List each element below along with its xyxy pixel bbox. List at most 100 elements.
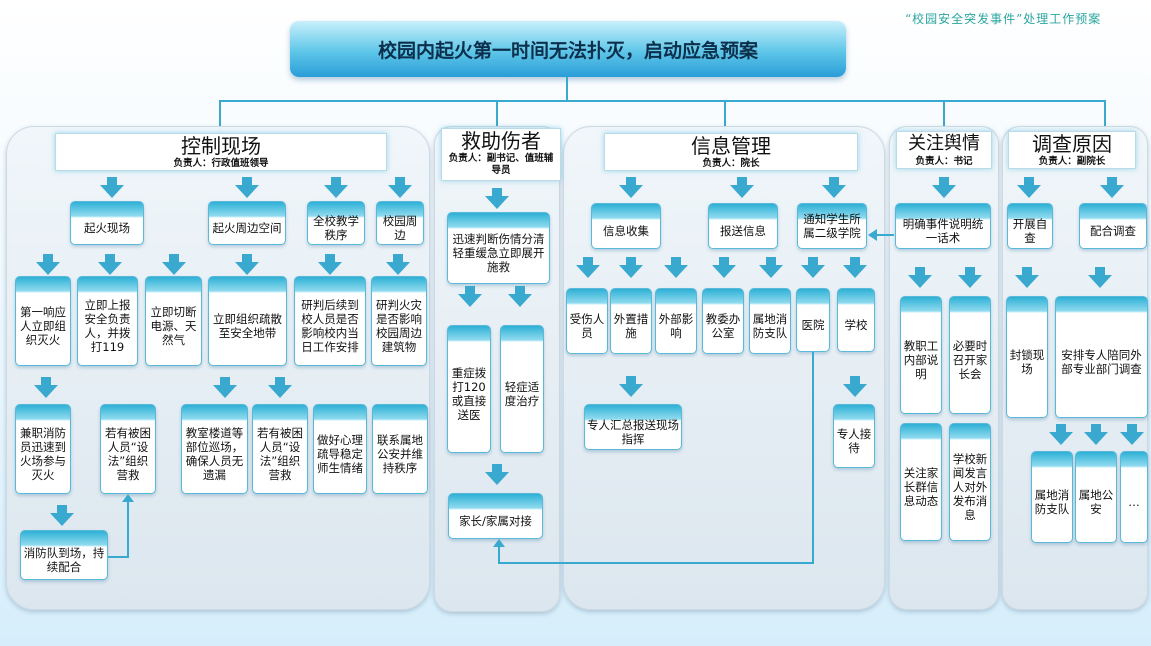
arrow-down: [712, 257, 736, 278]
arrow-down: [1088, 267, 1112, 288]
arrow-down: [908, 267, 932, 288]
arrow-down: [485, 464, 509, 485]
section-lead: 负责人：行政值班领导: [173, 158, 269, 169]
section-lead: 负责人：副院长: [1038, 156, 1106, 167]
arrow-down: [235, 254, 259, 275]
node-school: 学校: [837, 288, 875, 352]
section-lead: 负责人：副书记、值班辅导员: [448, 153, 554, 176]
node-measures: 外置措施: [610, 288, 652, 354]
node-part-time-fire: 兼职消防员迅速到火场参与灭火: [15, 404, 71, 494]
node-judge-building: 研判火灾是否影响校园周边建筑物: [371, 276, 427, 366]
node-judge-schedule: 研判后续到校人员是否影响校内当日工作安排: [294, 276, 366, 366]
connector-opinion-notify: [876, 234, 894, 236]
node-spokesman: 学校新闻发言人对外发布消息: [949, 423, 991, 541]
node-seal: 封锁现场: [1006, 296, 1048, 418]
header-investigate: 调查原因 负责人：副院长: [1008, 131, 1136, 169]
arrow-down: [50, 505, 74, 526]
node-parent-groups: 关注家长群信息动态: [900, 423, 942, 541]
section-lead: 负责人：书记: [915, 156, 973, 167]
arrow-down: [619, 257, 643, 278]
arrow-down: [619, 177, 643, 198]
connector-opinion: [943, 100, 945, 128]
connector-control: [219, 100, 221, 138]
node-evacuate: 立即组织疏散至安全地带: [208, 276, 287, 366]
arrow-down: [1100, 177, 1124, 198]
node-family: 家长/家属对接: [448, 493, 543, 539]
node-summary: 专人汇总报送现场指挥: [584, 404, 682, 450]
arrow-down: [822, 177, 846, 198]
node-unify: 明确事件说明统一话术: [895, 203, 991, 249]
arrow-down: [235, 177, 259, 198]
node-impact: 外部影响: [655, 288, 697, 354]
node-report-safety: 立即上报安全负责人，并拨打119: [77, 276, 138, 366]
node-parents-meeting: 必要时召开家长会: [949, 296, 991, 414]
node-first-responder: 第一响应人立即组织灭火: [15, 276, 71, 366]
connector-rescue: [496, 100, 498, 128]
node-local-fire: 属地消防支队: [749, 288, 791, 354]
arrow-down: [318, 254, 342, 275]
arrow-down: [162, 254, 186, 275]
page-title: 校园内起火第一时间无法扑灭，启动应急预案: [290, 21, 846, 77]
header-control: 控制现场 负责人：行政值班领导: [55, 133, 387, 171]
connector-family-up: [498, 546, 500, 564]
arrow-down: [34, 377, 58, 398]
node-psych: 做好心理疏导稳定师生情绪: [313, 404, 367, 494]
node-injured: 受伤人员: [566, 288, 608, 354]
node-severe: 重症拨打120或直接送医: [447, 325, 491, 453]
arrow-down: [268, 377, 292, 398]
node-trapped-rescue-2: 若有被困人员“设法”组织营救: [252, 404, 308, 494]
connector-hospital-family-h: [499, 562, 814, 564]
arrow-down: [801, 257, 825, 278]
section-bus: [219, 100, 1106, 102]
node-assess: 迅速判断伤情分清轻重缓急立即展开施救: [447, 212, 550, 284]
node-police: 联系属地公安并维持秩序: [372, 404, 428, 494]
node-hospital: 医院: [796, 288, 830, 352]
arrow-down: [1015, 267, 1039, 288]
node-staff-explain: 教职工内部说明: [900, 296, 942, 414]
arrow-down: [759, 257, 783, 278]
node-fire-brigade: 消防队到场，持续配合: [20, 530, 108, 580]
arrow-down: [932, 177, 956, 198]
node-police-local: 属地公安: [1075, 451, 1117, 543]
arrow-down: [1120, 424, 1144, 445]
node-campus-around: 校园周边: [376, 201, 424, 245]
arrow-down: [730, 177, 754, 198]
header-rescue: 救助伤者 负责人：副书记、值班辅导员: [441, 128, 561, 181]
arrow-down: [324, 177, 348, 198]
node-arrange: 安排专人陪同外部专业部门调查: [1055, 296, 1148, 418]
arrow-down: [213, 377, 237, 398]
arrow-down: [1049, 424, 1073, 445]
node-trapped-rescue-1: 若有被困人员“设法”组织营救: [100, 404, 156, 494]
arrow-down: [458, 286, 482, 307]
arrow-down: [388, 177, 412, 198]
connector-brigade-up: [127, 500, 129, 558]
section-name: 信息管理: [691, 134, 771, 158]
connector-info: [724, 100, 726, 130]
section-name: 控制现场: [181, 134, 261, 158]
section-name: 救助伤者: [461, 129, 541, 153]
node-edu-office: 教委办公室: [702, 288, 744, 354]
arrowhead-up: [122, 494, 134, 502]
arrow-down: [1017, 177, 1041, 198]
arrow-down: [958, 267, 982, 288]
section-name: 调查原因: [1032, 132, 1112, 156]
arrow-down: [664, 257, 688, 278]
node-fire-team: 属地消防支队: [1031, 451, 1073, 543]
title-connector: [566, 77, 568, 101]
node-fire-scene: 起火现场: [70, 201, 144, 245]
arrow-down: [1084, 424, 1108, 445]
node-self-check: 开展自查: [1007, 203, 1053, 249]
plan-caption: “校园安全突发事件”处理工作预案: [905, 12, 1102, 26]
node-report: 报送信息: [708, 203, 778, 249]
arrow-down: [843, 257, 867, 278]
node-reception: 专人接待: [833, 404, 875, 468]
connector-investigate: [1104, 100, 1106, 128]
arrow-down: [100, 177, 124, 198]
node-cut-power: 立即切断电源、天然气: [145, 276, 202, 366]
header-info: 信息管理 负责人：院长: [604, 133, 858, 171]
node-mild: 轻症适度治疗: [500, 325, 544, 453]
arrow-down: [576, 257, 600, 278]
connector-brigade: [108, 556, 128, 558]
arrow-down: [485, 188, 509, 209]
node-campus-order: 全校教学秩序: [307, 201, 365, 245]
